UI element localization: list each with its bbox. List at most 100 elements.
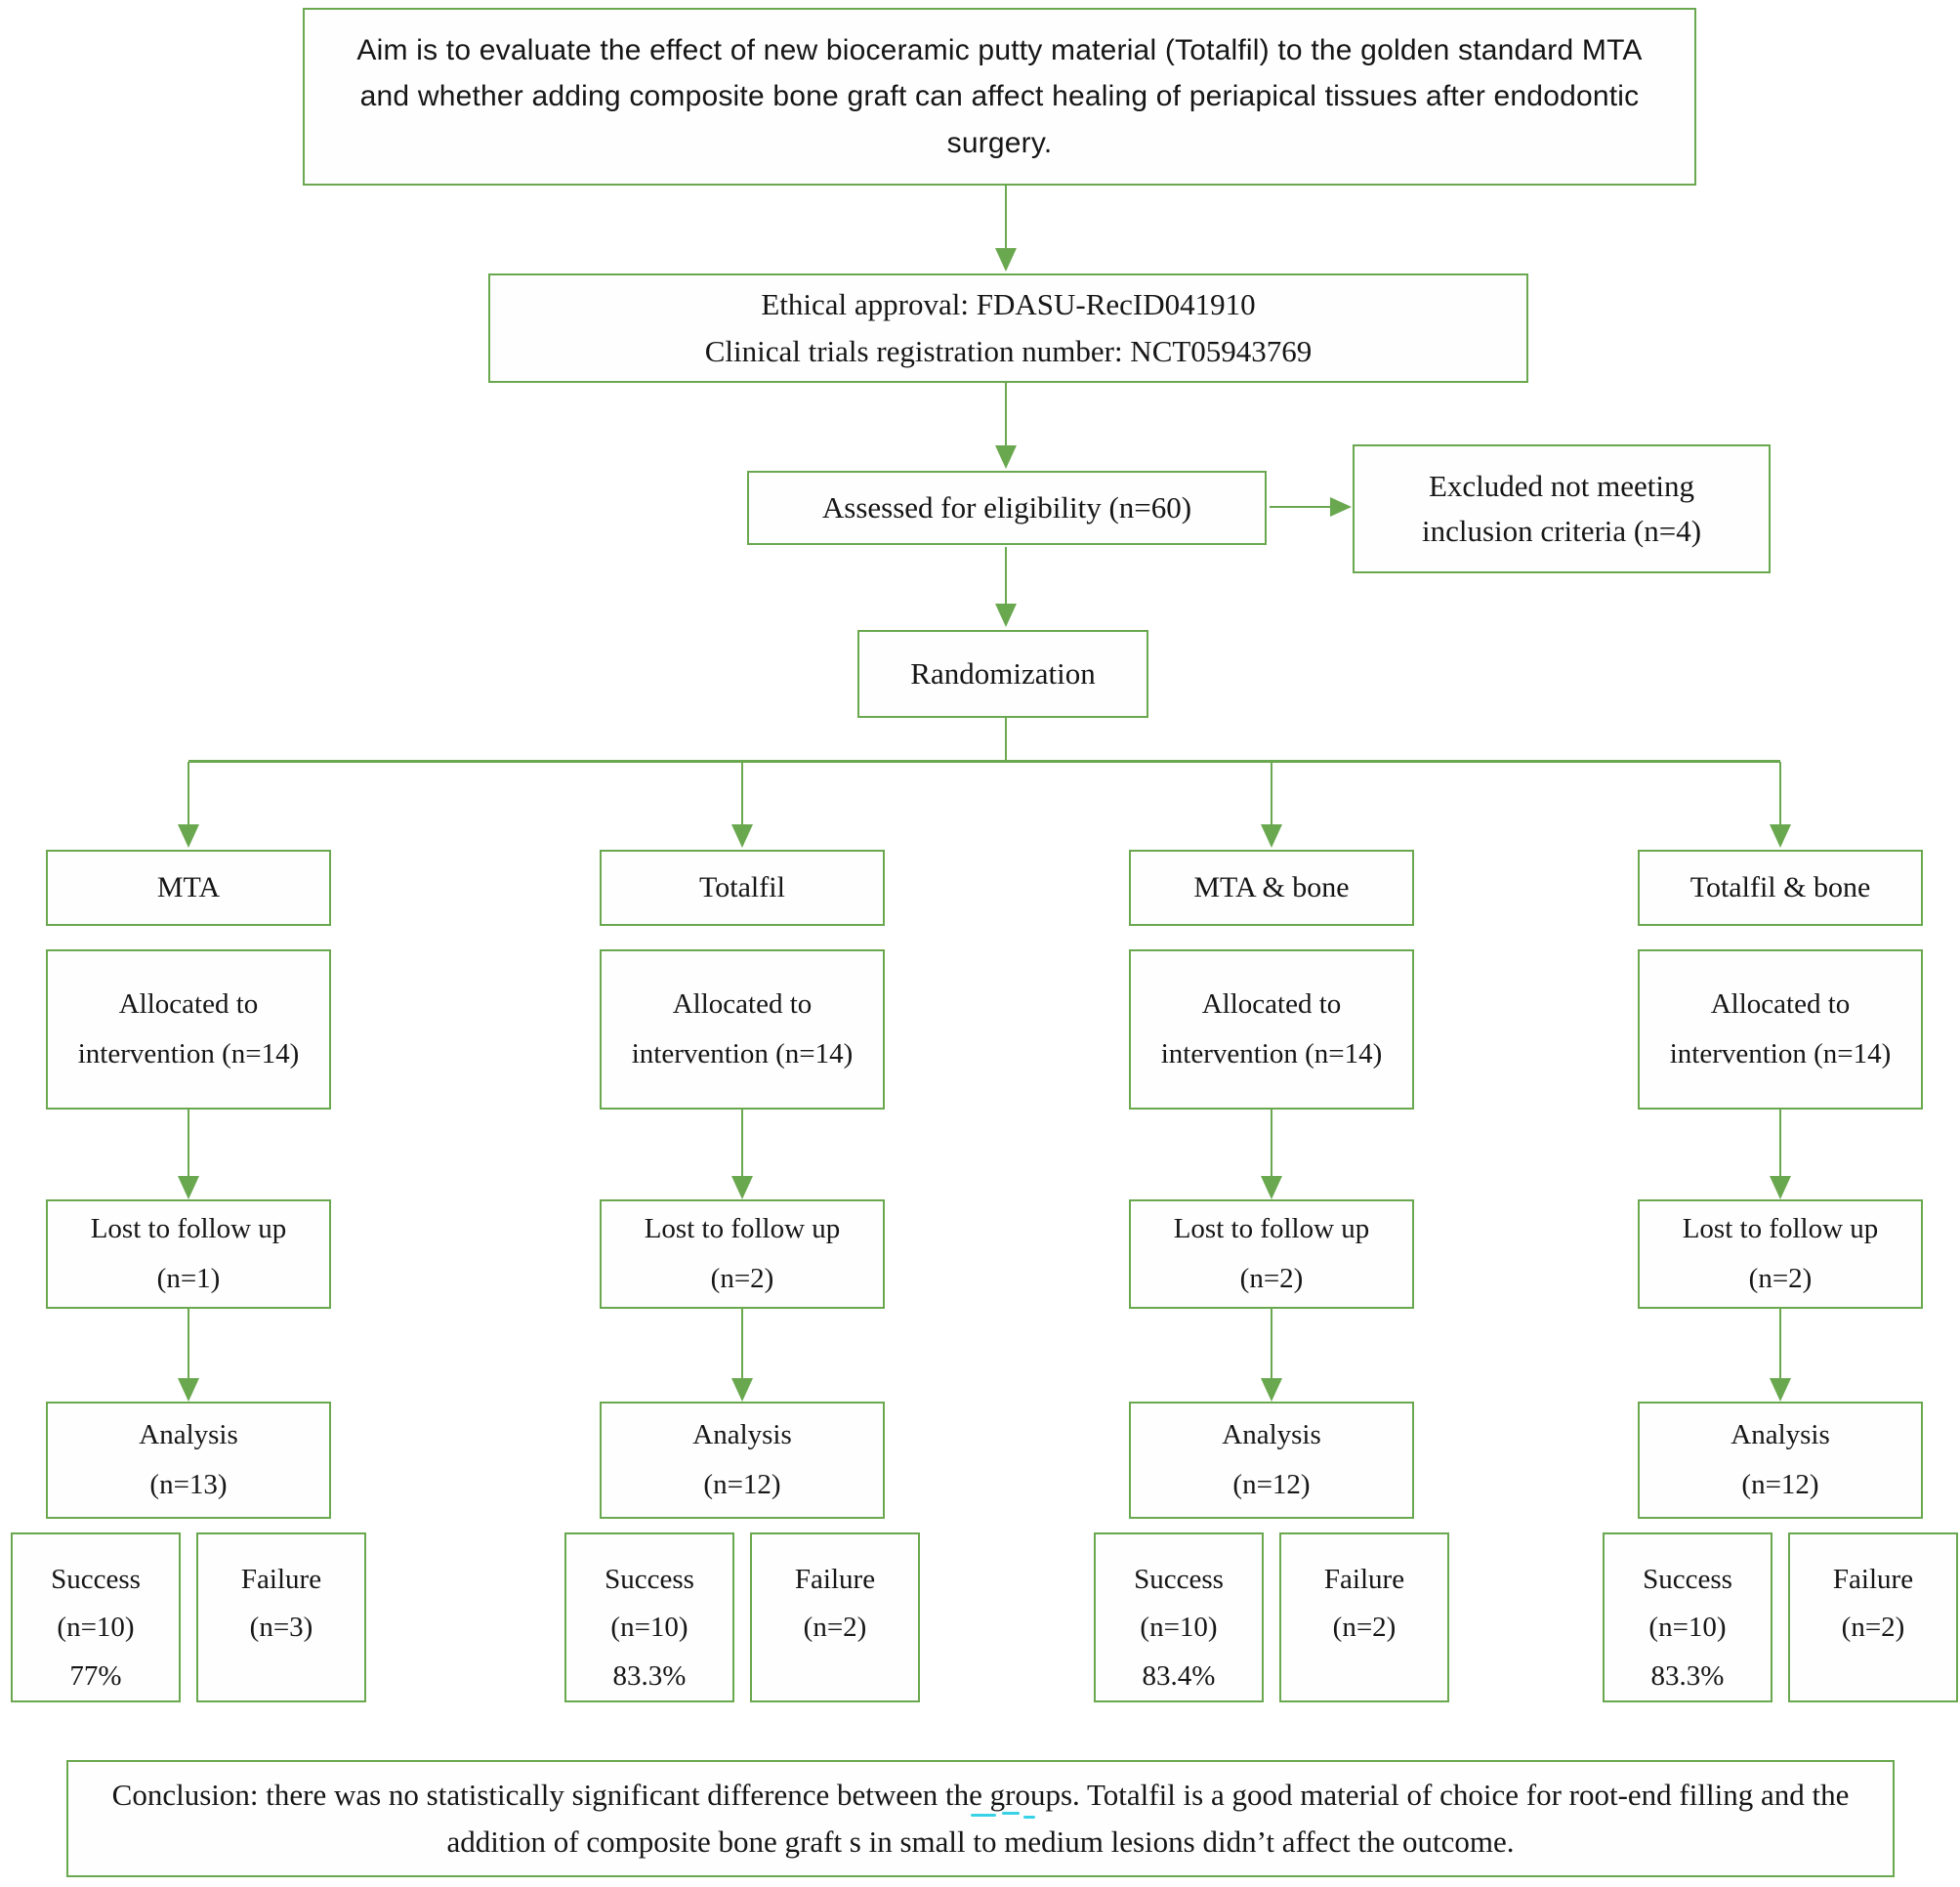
branch-horizontal-line xyxy=(188,760,1780,763)
analysis-label: Analysis xyxy=(1731,1419,1830,1451)
allocated-box: Allocated to intervention (n=14) xyxy=(46,949,331,1110)
down-arrow-lost-to-analysis xyxy=(731,1309,753,1402)
analysis-box: Analysis (n=12) xyxy=(1638,1402,1923,1519)
success-box: Success (n=10) 83.4% xyxy=(1094,1532,1264,1702)
excluded-box: Excluded not meeting inclusion criteria … xyxy=(1353,444,1771,573)
arm-column-mta: MTA Allocated to intervention (n=14) Los… xyxy=(9,850,368,1729)
failure-box: Failure (n=2) xyxy=(750,1532,920,1702)
ethics-line1: Ethical approval: FDASU-RecID041910 xyxy=(761,286,1256,321)
branch-arrow-totalfil xyxy=(731,762,753,848)
failure-box: Failure (n=2) xyxy=(1788,1532,1958,1702)
success-label: Success xyxy=(1643,1564,1732,1595)
eligibility-box: Assessed for eligibility (n=60) xyxy=(747,471,1267,545)
group-label: Totalfil xyxy=(699,871,785,903)
randomization-label: Randomization xyxy=(910,656,1096,691)
branch-stem-line xyxy=(1005,718,1007,761)
ethics-line2: Clinical trials registration number: NCT… xyxy=(704,334,1313,368)
success-rate: 83.4% xyxy=(1142,1659,1216,1692)
down-arrow-allocated-to-lost xyxy=(1261,1110,1282,1199)
lost-box: Lost to follow up (n=2) xyxy=(600,1199,885,1309)
failure-n: (n=3) xyxy=(249,1612,313,1644)
failure-n: (n=2) xyxy=(803,1612,867,1644)
group-label: MTA & bone xyxy=(1193,871,1350,903)
success-failure-row: Success (n=10) 77% Failure (n=3) xyxy=(11,1532,366,1702)
success-rate: 83.3% xyxy=(612,1659,687,1692)
success-label: Success xyxy=(51,1564,141,1595)
group-label: MTA xyxy=(156,871,221,903)
down-arrow-lost-to-analysis xyxy=(1261,1309,1282,1402)
success-n: (n=10) xyxy=(1648,1612,1727,1644)
aim-box: Aim is to evaluate the effect of new bio… xyxy=(303,8,1696,186)
ethics-box: Ethical approval: FDASU-RecID041910 Clin… xyxy=(488,273,1528,383)
conclusion-text: Conclusion: there was no statistically s… xyxy=(111,1777,1850,1859)
success-failure-row: Success (n=10) 83.3% Failure (n=2) xyxy=(564,1532,920,1702)
down-arrow-ethics-to-eligibility xyxy=(995,383,1017,469)
down-arrow-lost-to-analysis xyxy=(178,1309,199,1402)
allocated-label: Allocated to intervention (n=14) xyxy=(77,988,300,1069)
down-arrow-allocated-to-lost xyxy=(731,1110,753,1199)
failure-label: Failure xyxy=(794,1564,876,1595)
branch-arrow-mta-bone xyxy=(1261,762,1282,848)
aim-text: Aim is to evaluate the effect of new bio… xyxy=(356,33,1643,159)
success-box: Success (n=10) 83.3% xyxy=(564,1532,734,1702)
eligibility-label: Assessed for eligibility (n=60) xyxy=(821,490,1192,524)
conclusion-box: Conclusion: there was no statistically s… xyxy=(66,1760,1895,1877)
failure-box: Failure (n=2) xyxy=(1279,1532,1449,1702)
success-failure-row: Success (n=10) 83.4% Failure (n=2) xyxy=(1094,1532,1449,1702)
lost-box: Lost to follow up (n=1) xyxy=(46,1199,331,1309)
failure-label: Failure xyxy=(1832,1564,1914,1595)
group-header-box: Totalfil & bone xyxy=(1638,850,1923,926)
failure-label: Failure xyxy=(240,1564,322,1595)
analysis-box: Analysis (n=12) xyxy=(600,1402,885,1519)
down-arrow-allocated-to-lost xyxy=(178,1110,199,1199)
allocated-box: Allocated to intervention (n=14) xyxy=(1638,949,1923,1110)
group-header-box: MTA & bone xyxy=(1129,850,1414,926)
arm-column-mta-bone: MTA & bone Allocated to intervention (n=… xyxy=(1092,850,1451,1729)
analysis-box: Analysis (n=12) xyxy=(1129,1402,1414,1519)
success-label: Success xyxy=(1134,1564,1224,1595)
right-arrow-to-excluded xyxy=(1270,497,1352,517)
lost-box: Lost to follow up (n=2) xyxy=(1129,1199,1414,1309)
analysis-n: (n=12) xyxy=(703,1469,781,1500)
failure-box: Failure (n=3) xyxy=(196,1532,366,1702)
excluded-label: Excluded not meeting inclusion criteria … xyxy=(1421,468,1702,549)
lost-label: Lost to follow up (n=2) xyxy=(644,1213,841,1294)
lost-label: Lost to follow up (n=2) xyxy=(1682,1213,1879,1294)
success-label: Success xyxy=(605,1564,694,1595)
lost-box: Lost to follow up (n=2) xyxy=(1638,1199,1923,1309)
down-arrow-eligibility-to-randomization xyxy=(995,547,1017,627)
success-rate: 77% xyxy=(69,1659,122,1692)
arm-column-totalfil: Totalfil Allocated to intervention (n=14… xyxy=(563,850,922,1729)
analysis-label: Analysis xyxy=(692,1419,792,1451)
analysis-label: Analysis xyxy=(1222,1419,1321,1451)
analysis-n: (n=13) xyxy=(149,1469,228,1500)
group-header-box: MTA xyxy=(46,850,331,926)
failure-n: (n=2) xyxy=(1841,1612,1905,1644)
success-failure-row: Success (n=10) 83.3% Failure (n=2) xyxy=(1603,1532,1958,1702)
allocated-box: Allocated to intervention (n=14) xyxy=(1129,949,1414,1110)
success-rate: 83.3% xyxy=(1650,1659,1725,1692)
lost-label: Lost to follow up (n=2) xyxy=(1173,1213,1370,1294)
branch-arrow-mta xyxy=(178,762,199,848)
analysis-label: Analysis xyxy=(139,1419,238,1451)
down-arrow-lost-to-analysis xyxy=(1770,1309,1791,1402)
analysis-box: Analysis (n=13) xyxy=(46,1402,331,1519)
analysis-n: (n=12) xyxy=(1232,1469,1311,1500)
success-box: Success (n=10) 83.3% xyxy=(1603,1532,1772,1702)
allocated-label: Allocated to intervention (n=14) xyxy=(631,988,854,1069)
success-n: (n=10) xyxy=(57,1612,135,1644)
group-label: Totalfil & bone xyxy=(1689,871,1871,903)
group-header-box: Totalfil xyxy=(600,850,885,926)
analysis-n: (n=12) xyxy=(1741,1469,1819,1500)
down-arrow-aim-to-ethics xyxy=(995,186,1017,272)
success-box: Success (n=10) 77% xyxy=(11,1532,181,1702)
allocated-label: Allocated to intervention (n=14) xyxy=(1160,988,1383,1069)
failure-label: Failure xyxy=(1323,1564,1405,1595)
success-n: (n=10) xyxy=(1140,1612,1218,1644)
arm-column-totalfil-bone: Totalfil & bone Allocated to interventio… xyxy=(1601,850,1960,1729)
allocated-label: Allocated to intervention (n=14) xyxy=(1669,988,1892,1069)
failure-n: (n=2) xyxy=(1332,1612,1397,1644)
allocated-box: Allocated to intervention (n=14) xyxy=(600,949,885,1110)
success-n: (n=10) xyxy=(610,1612,688,1644)
